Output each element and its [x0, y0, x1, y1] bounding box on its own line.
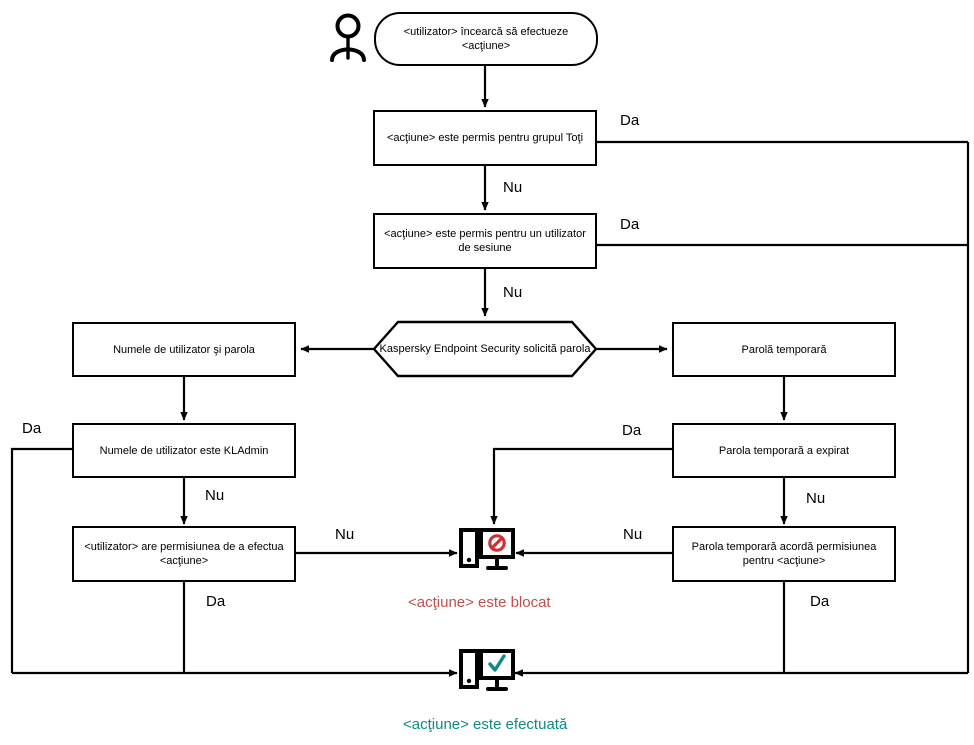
- node-temp-password-label: Parolă temporară: [741, 343, 827, 356]
- edge-label-permission-yes: Da: [206, 593, 226, 610]
- user-stick-figure-icon: [330, 13, 366, 62]
- edge-label-expired-yes: Da: [622, 422, 642, 439]
- monitor-check-icon: [459, 649, 515, 691]
- edge-label-kladmin-no: Nu: [205, 487, 225, 504]
- node-is-kladmin: Numele de utilizator este KLAdmin: [72, 423, 296, 478]
- node-start-label: <utilizator> încearcă să efectueze <acţi…: [403, 26, 569, 52]
- monitor-blocked-icon: [459, 528, 515, 570]
- node-has-permission: <utilizator> are permisiunea de a efectu…: [72, 526, 296, 582]
- node-session-user: <acţiune> este permis pentru un utilizat…: [373, 213, 597, 269]
- node-user-and-password: Numele de utilizator şi parola: [72, 322, 296, 377]
- edge-label-grants-yes: Da: [810, 593, 830, 610]
- node-kes-request-label: Kaspersky Endpoint Security solicită par…: [379, 343, 591, 355]
- node-temp-password: Parolă temporară: [672, 322, 896, 377]
- edge-label-session-user-no: Nu: [503, 284, 523, 301]
- blocked-terminal-label: <acţiune> este blocat: [408, 594, 551, 611]
- edge-label-kladmin-yes: Da: [22, 420, 42, 437]
- node-temp-expired: Parola temporară a expirat: [672, 423, 896, 478]
- edge-label-grants-no: Nu: [623, 526, 643, 543]
- node-temp-grants: Parola temporară acordă permisiunea pent…: [672, 526, 896, 582]
- node-start: <utilizator> încearcă să efectueze <acţi…: [374, 12, 598, 66]
- hexagon-shape: [372, 320, 598, 378]
- success-terminal-label: <acţiune> este efectuată: [403, 716, 568, 733]
- edge-label-session-user-yes: Da: [620, 216, 640, 233]
- edge-label-all-group-no: Nu: [503, 179, 523, 196]
- node-is-kladmin-label: Numele de utilizator este KLAdmin: [99, 444, 269, 457]
- node-session-user-label: <acţiune> este permis pentru un utilizat…: [384, 228, 586, 254]
- node-temp-grants-label: Parola temporară acordă permisiunea pent…: [691, 541, 877, 567]
- node-all-group-label: <acţiune> este permis pentru grupul Toţi: [386, 132, 584, 144]
- node-has-permission-label: <utilizator> are permisiunea de a efectu…: [84, 541, 284, 567]
- edge-label-expired-no: Nu: [806, 490, 826, 507]
- node-all-group: <acţiune> este permis pentru grupul Toţi: [373, 110, 597, 166]
- edge-label-all-group-yes: Da: [620, 112, 640, 129]
- node-user-and-password-label: Numele de utilizator şi parola: [113, 343, 255, 356]
- node-kes-request: Kaspersky Endpoint Security solicită par…: [372, 320, 598, 378]
- node-temp-expired-label: Parola temporară a expirat: [718, 444, 850, 457]
- edge-label-permission-no: Nu: [335, 526, 355, 543]
